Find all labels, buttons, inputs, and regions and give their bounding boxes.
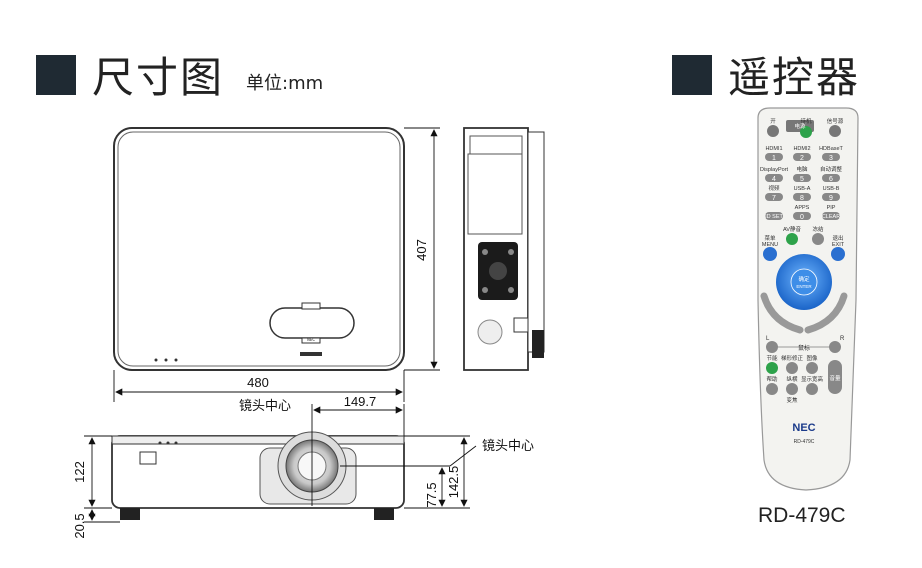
svg-text:显示宽高: 显示宽高 — [801, 375, 824, 383]
volume-button — [828, 360, 842, 394]
svg-text:ENTER: ENTER — [796, 284, 812, 289]
svg-text:DisplayPort: DisplayPort — [760, 167, 789, 173]
svg-text:菜单: 菜单 — [764, 234, 776, 242]
menu-button — [763, 247, 777, 261]
svg-text:CLEAR: CLEAR — [822, 214, 840, 220]
lens-height-dimension: 77.5 — [424, 482, 439, 507]
svg-text:1: 1 — [772, 155, 776, 162]
svg-text:PIP: PIP — [827, 205, 836, 211]
svg-text:电源: 电源 — [794, 122, 806, 130]
svg-text:9: 9 — [829, 195, 833, 202]
svg-text:3: 3 — [829, 155, 833, 162]
svg-text:EXIT: EXIT — [832, 242, 845, 248]
svg-text:6: 6 — [829, 176, 833, 183]
svg-text:待机: 待机 — [800, 117, 812, 125]
svg-text:MENU: MENU — [762, 242, 778, 248]
remote-title: 遥控器 — [728, 53, 861, 102]
svg-text:APPS: APPS — [795, 205, 810, 211]
unit-label: 单位:mm — [246, 72, 324, 94]
svg-text:自动调整: 自动调整 — [820, 165, 843, 173]
svg-text:电脑: 电脑 — [796, 165, 808, 173]
svg-text:7: 7 — [772, 195, 776, 202]
exit-button — [831, 247, 845, 261]
header-square-icon — [36, 54, 76, 95]
power-button — [800, 126, 812, 138]
svg-text:信号源: 信号源 — [827, 117, 844, 125]
front-view — [111, 431, 405, 520]
svg-text:音量: 音量 — [829, 374, 841, 382]
svg-text:退出: 退出 — [832, 234, 843, 242]
svg-text:视频: 视频 — [768, 184, 780, 192]
foot-dimension: 20.5 — [72, 513, 87, 538]
svg-text:USB-B: USB-B — [823, 186, 840, 192]
svg-text:开: 开 — [770, 118, 776, 125]
top-view: NEC — [113, 127, 405, 371]
svg-text:节能: 节能 — [766, 354, 778, 362]
brand-logo: NEC — [792, 422, 815, 434]
header-square-icon — [672, 54, 712, 95]
svg-text:变焦: 变焦 — [786, 396, 798, 404]
remote-header: 遥控器 — [672, 44, 860, 105]
total-height-dimension: 142.5 — [446, 466, 461, 499]
remote-control: 1 2 3 4 5 6 7 8 9 0 开 电源 待机 信号源 HDMI1 HD… — [757, 107, 859, 491]
svg-text:L: L — [766, 336, 770, 342]
svg-text:0: 0 — [800, 214, 804, 221]
svg-text:R: R — [840, 336, 845, 342]
svg-text:NEC: NEC — [307, 337, 316, 342]
svg-text:帮助: 帮助 — [766, 375, 778, 383]
svg-text:HDMI2: HDMI2 — [793, 146, 810, 152]
lens-center-label: 镜头中心 — [239, 398, 291, 413]
width-dimension: 480 — [247, 375, 269, 390]
remote-model-label: RD-479C — [758, 504, 846, 527]
svg-text:梯形修正: 梯形修正 — [781, 354, 804, 362]
depth-dimension: 407 — [414, 239, 429, 261]
svg-text:ID SET: ID SET — [765, 214, 783, 220]
svg-text:5: 5 — [800, 176, 804, 183]
svg-text:2: 2 — [800, 155, 804, 162]
svg-text:AV静音: AV静音 — [783, 225, 801, 233]
lens-center-side-label: 镜头中心 — [482, 438, 534, 453]
dimension-title: 尺寸图 — [92, 53, 225, 102]
height-dimension: 122 — [72, 461, 87, 483]
lens-offset-dimension: 149.7 — [344, 394, 377, 409]
svg-text:USB-A: USB-A — [794, 186, 811, 192]
svg-text:8: 8 — [800, 195, 804, 202]
svg-text:HDBaseT: HDBaseT — [819, 146, 843, 152]
svg-text:4: 4 — [772, 176, 776, 183]
svg-text:纵横: 纵横 — [786, 375, 798, 383]
svg-text:冻结: 冻结 — [812, 225, 824, 233]
svg-text:图像: 图像 — [806, 354, 818, 362]
svg-text:RD-479C: RD-479C — [794, 439, 815, 445]
side-view — [463, 127, 545, 371]
power-on-button — [767, 125, 779, 137]
svg-text:鼠标: 鼠标 — [798, 344, 810, 352]
dimension-header: 尺寸图 单位:mm — [36, 44, 323, 105]
svg-text:确定: 确定 — [798, 275, 810, 283]
svg-text:HDMI1: HDMI1 — [765, 146, 782, 152]
